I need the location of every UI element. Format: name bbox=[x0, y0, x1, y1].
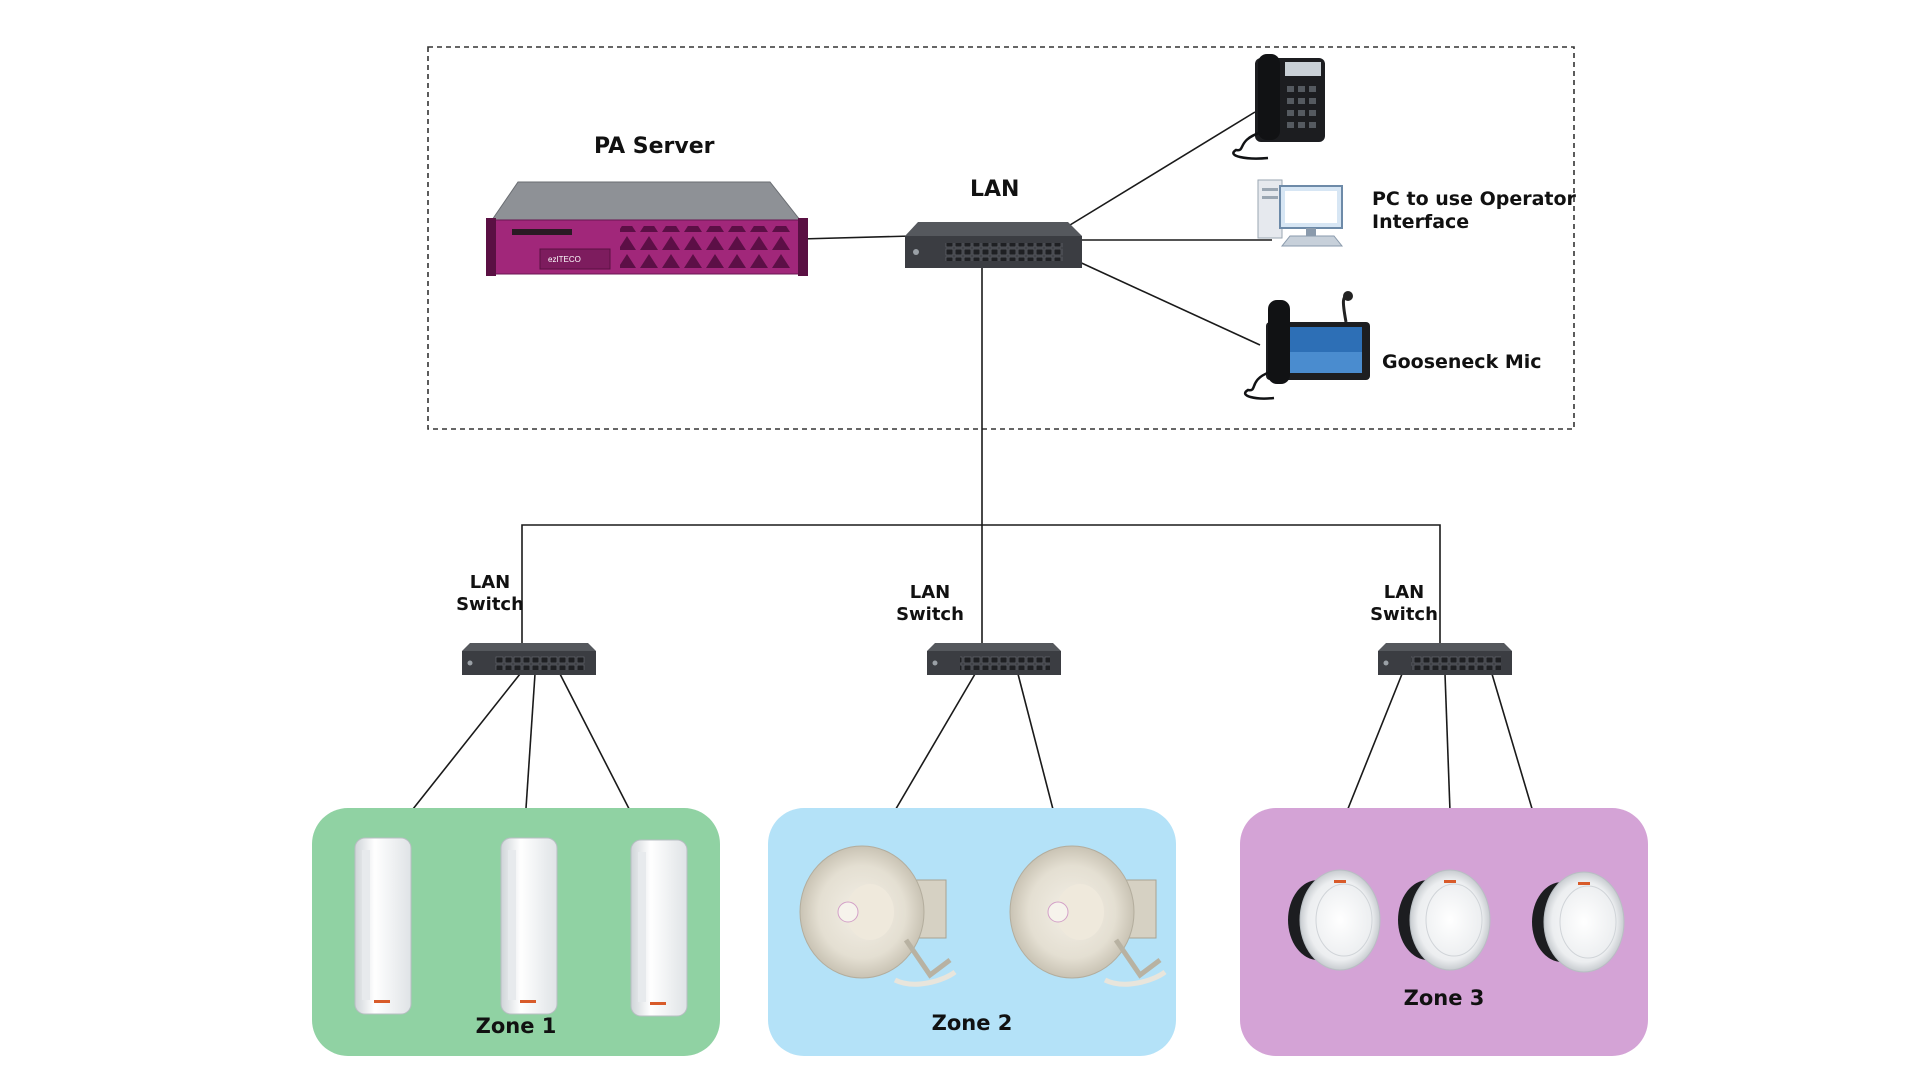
horn-speaker-icon bbox=[1009, 845, 1167, 987]
lan-switch-3-icon bbox=[1378, 643, 1512, 675]
lan-switch-3-label: LAN Switch bbox=[1354, 582, 1454, 626]
column-speaker-icon bbox=[354, 837, 412, 1015]
horn-speaker-icon bbox=[799, 845, 957, 987]
lan-switch-3-label-line-2: Switch bbox=[1370, 604, 1438, 625]
lan-switch-1-label-line-2: Switch bbox=[456, 594, 524, 615]
ip-phone-icon bbox=[1232, 54, 1325, 160]
link-trunk-distribution bbox=[521, 524, 1441, 643]
lan-switch-1-label: LAN Switch bbox=[440, 572, 540, 616]
link-server-lan bbox=[799, 235, 913, 240]
ceiling-speaker-icon bbox=[1532, 871, 1625, 973]
ceiling-speaker-icon bbox=[1288, 869, 1381, 971]
core-network-boundary bbox=[427, 46, 1575, 430]
lan-switch-3-label-line-1: LAN bbox=[1383, 582, 1425, 603]
gooseneck-mic-label: Gooseneck Mic bbox=[1382, 351, 1542, 373]
link-lan-gooseneck bbox=[1074, 259, 1261, 346]
zone-1-label: Zone 1 bbox=[475, 1014, 557, 1038]
server-brand-text: ezITECO bbox=[548, 255, 581, 264]
pa-server-icon: ezITECO bbox=[486, 181, 808, 276]
ceiling-speaker-icon bbox=[1398, 869, 1491, 971]
lan-switch-2-label-line-1: LAN bbox=[909, 582, 951, 603]
lan-switch-2-label-line-2: Switch bbox=[896, 604, 964, 625]
lan-switch-1-icon bbox=[462, 643, 596, 675]
lan-switch-2-icon bbox=[927, 643, 1061, 675]
pc-label-line-2: Interface bbox=[1372, 211, 1470, 233]
lan-core-label: LAN bbox=[970, 177, 1020, 202]
pc-label: PC to use Operator Interface bbox=[1372, 188, 1576, 234]
gooseneck-mic-icon bbox=[1244, 291, 1370, 400]
link-lan-phone bbox=[1069, 111, 1256, 226]
column-speaker-icon bbox=[500, 837, 558, 1015]
pc-icon bbox=[1257, 179, 1344, 247]
lan-core-switch-icon bbox=[905, 222, 1082, 268]
zone-2-label: Zone 2 bbox=[931, 1011, 1013, 1035]
lan-switch-1-label-line-1: LAN bbox=[469, 572, 511, 593]
column-speaker-icon bbox=[630, 839, 688, 1017]
zone-3-label: Zone 3 bbox=[1403, 986, 1485, 1010]
pc-label-line-1: PC to use Operator bbox=[1372, 188, 1576, 210]
pa-server-label: PA Server bbox=[594, 134, 715, 159]
lan-switch-2-label: LAN Switch bbox=[880, 582, 980, 626]
